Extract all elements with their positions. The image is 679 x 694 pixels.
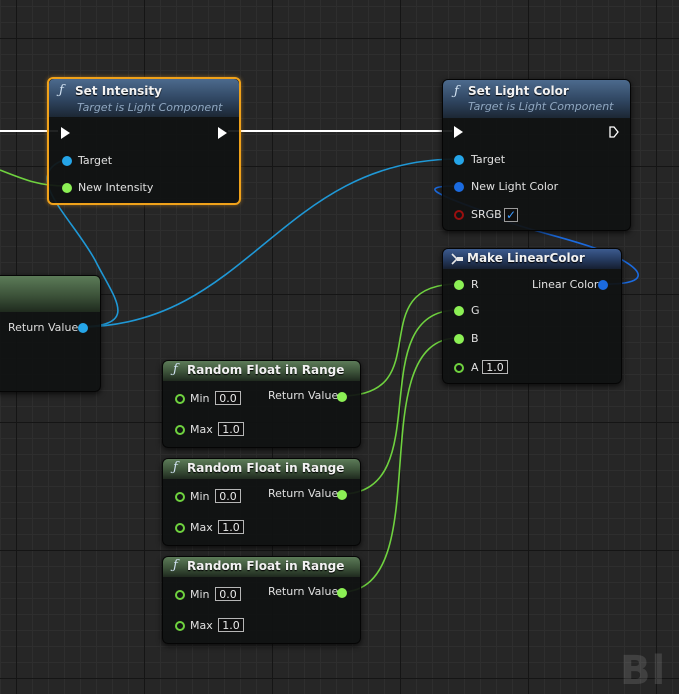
new-light-color-label: New Light Color: [471, 180, 559, 193]
set-light-color-header[interactable]: [443, 80, 630, 118]
set-intensity-header[interactable]: [49, 79, 239, 117]
min-value-input[interactable]: 0.0: [215, 587, 241, 601]
make-struct-icon: [451, 253, 463, 265]
exec-out-pin[interactable]: [609, 126, 619, 138]
return-value-label: Return Value: [268, 487, 339, 500]
target-label: Target: [78, 154, 113, 167]
return-value-label: Return Value: [8, 321, 79, 334]
set-light-color-node[interactable]: ƒ Set Light Color Target is Light Compon…: [442, 79, 631, 231]
new-light-color-pin[interactable]: [454, 182, 464, 192]
r-label: R: [471, 278, 479, 291]
random-float-node-2[interactable]: ƒ Random Float in Range Min 0.0 Return V…: [162, 458, 361, 546]
max-value-input[interactable]: 1.0: [218, 422, 244, 436]
function-icon: ƒ: [173, 460, 178, 475]
a-pin[interactable]: [454, 363, 464, 373]
random-float-header[interactable]: [163, 459, 360, 479]
max-value-input[interactable]: 1.0: [218, 520, 244, 534]
b-label: B: [471, 332, 479, 345]
target-pin[interactable]: [454, 155, 464, 165]
a-label: A: [471, 361, 479, 374]
new-intensity-label: New Intensity: [78, 181, 154, 194]
node-title: Set Intensity: [75, 84, 162, 98]
return-value-pin[interactable]: [337, 392, 347, 402]
node-title: Set Light Color: [468, 84, 569, 98]
min-value-input[interactable]: 0.0: [215, 391, 241, 405]
min-label: Min: [190, 490, 210, 503]
return-value-label: Return Value: [268, 389, 339, 402]
r-pin[interactable]: [454, 280, 464, 290]
min-label: Min: [190, 392, 210, 405]
source-node[interactable]: Return Value: [0, 275, 101, 392]
g-pin[interactable]: [454, 306, 464, 316]
min-pin[interactable]: [175, 394, 185, 404]
linear-color-label: Linear Color: [532, 278, 599, 291]
node-title: Random Float in Range: [187, 461, 345, 475]
function-icon: ƒ: [173, 558, 178, 573]
a-value-input[interactable]: 1.0: [482, 360, 508, 374]
return-value-pin[interactable]: [78, 323, 88, 333]
set-intensity-node[interactable]: ƒ Set Intensity Target is Light Componen…: [47, 77, 241, 205]
max-pin[interactable]: [175, 523, 185, 533]
min-pin[interactable]: [175, 492, 185, 502]
return-value-pin[interactable]: [337, 490, 347, 500]
random-float-header[interactable]: [163, 557, 360, 577]
srgb-pin[interactable]: [454, 210, 464, 220]
random-float-node-1[interactable]: ƒ Random Float in Range Min 0.0 Return V…: [162, 360, 361, 448]
random-float-header[interactable]: [163, 361, 360, 381]
node-subtitle: Target is Light Component: [77, 101, 223, 114]
watermark-text: Bl: [620, 648, 667, 694]
min-value-input[interactable]: 0.0: [215, 489, 241, 503]
exec-in-pin[interactable]: [454, 126, 463, 138]
linear-color-pin[interactable]: [598, 280, 608, 290]
new-intensity-pin[interactable]: [62, 183, 72, 193]
node-title: Random Float in Range: [187, 363, 345, 377]
max-pin[interactable]: [175, 621, 185, 631]
return-value-label: Return Value: [268, 585, 339, 598]
target-label: Target: [471, 153, 506, 166]
max-label: Max: [190, 423, 213, 436]
max-label: Max: [190, 619, 213, 632]
b-pin[interactable]: [454, 334, 464, 344]
exec-in-pin[interactable]: [61, 127, 70, 139]
function-icon: ƒ: [59, 83, 64, 98]
max-value-input[interactable]: 1.0: [218, 618, 244, 632]
g-label: G: [471, 304, 480, 317]
node-title: Random Float in Range: [187, 559, 345, 573]
pin-row-return-value: Return Value: [8, 321, 78, 335]
srgb-label: SRGB: [471, 208, 502, 221]
max-pin[interactable]: [175, 425, 185, 435]
node-subtitle: Target is Light Component: [468, 100, 614, 113]
max-label: Max: [190, 521, 213, 534]
exec-out-pin[interactable]: [218, 127, 227, 139]
min-pin[interactable]: [175, 590, 185, 600]
function-icon: ƒ: [454, 84, 459, 99]
function-icon: ƒ: [173, 362, 178, 377]
random-float-node-3[interactable]: ƒ Random Float in Range Min 0.0 Return V…: [162, 556, 361, 644]
node-title: Make LinearColor: [467, 251, 585, 265]
make-linear-color-node[interactable]: Make LinearColor R Linear Color G B A 1.…: [442, 248, 622, 384]
min-label: Min: [190, 588, 210, 601]
srgb-checkbox[interactable]: ✓: [504, 208, 518, 222]
target-pin[interactable]: [62, 156, 72, 166]
source-node-header[interactable]: [0, 276, 100, 312]
return-value-pin[interactable]: [337, 588, 347, 598]
